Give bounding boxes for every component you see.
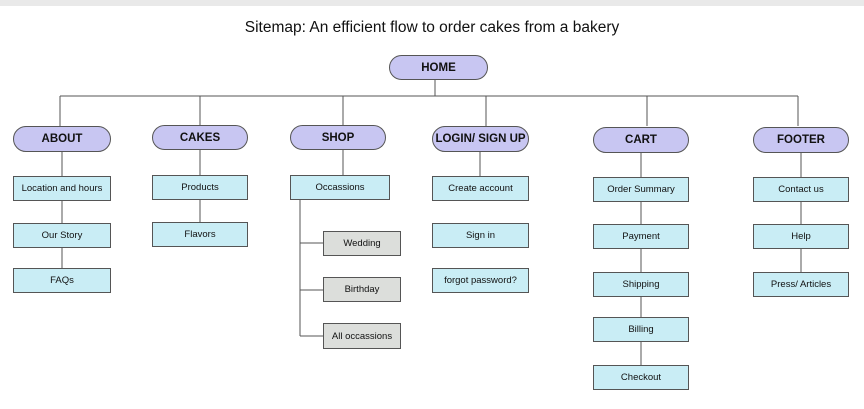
- about-our-story: Our Story: [13, 223, 111, 248]
- cart-order-summary: Order Summary: [593, 177, 689, 202]
- footer-help: Help: [753, 224, 849, 249]
- diagram-title: Sitemap: An efficient flow to order cake…: [244, 19, 620, 36]
- shop-wedding: Wedding: [323, 231, 401, 256]
- about-faqs: FAQs: [13, 268, 111, 293]
- cakes-flavors: Flavors: [152, 222, 248, 247]
- cart-billing: Billing: [593, 317, 689, 342]
- home-node: HOME: [389, 55, 488, 80]
- cart-checkout: Checkout: [593, 365, 689, 390]
- login-forgot-password: forgot password?: [432, 268, 529, 293]
- cart-category: CART: [593, 127, 689, 153]
- login-create-account: Create account: [432, 176, 529, 201]
- shop-all-occassions: All occassions: [323, 323, 401, 349]
- cakes-products: Products: [152, 175, 248, 200]
- footer-contact-us: Contact us: [753, 177, 849, 202]
- shop-category: SHOP: [290, 125, 386, 150]
- about-location-hours: Location and hours: [13, 176, 111, 201]
- cart-shipping: Shipping: [593, 272, 689, 297]
- login-category: LOGIN/ SIGN UP: [432, 126, 529, 152]
- shop-birthday: Birthday: [323, 277, 401, 302]
- footer-press-articles: Press/ Articles: [753, 272, 849, 297]
- cart-payment: Payment: [593, 224, 689, 249]
- shop-occassions: Occassions: [290, 175, 390, 200]
- cakes-category: CAKES: [152, 125, 248, 150]
- top-bar: [0, 0, 864, 6]
- footer-category: FOOTER: [753, 127, 849, 153]
- about-category: ABOUT: [13, 126, 111, 152]
- login-sign-in: Sign in: [432, 223, 529, 248]
